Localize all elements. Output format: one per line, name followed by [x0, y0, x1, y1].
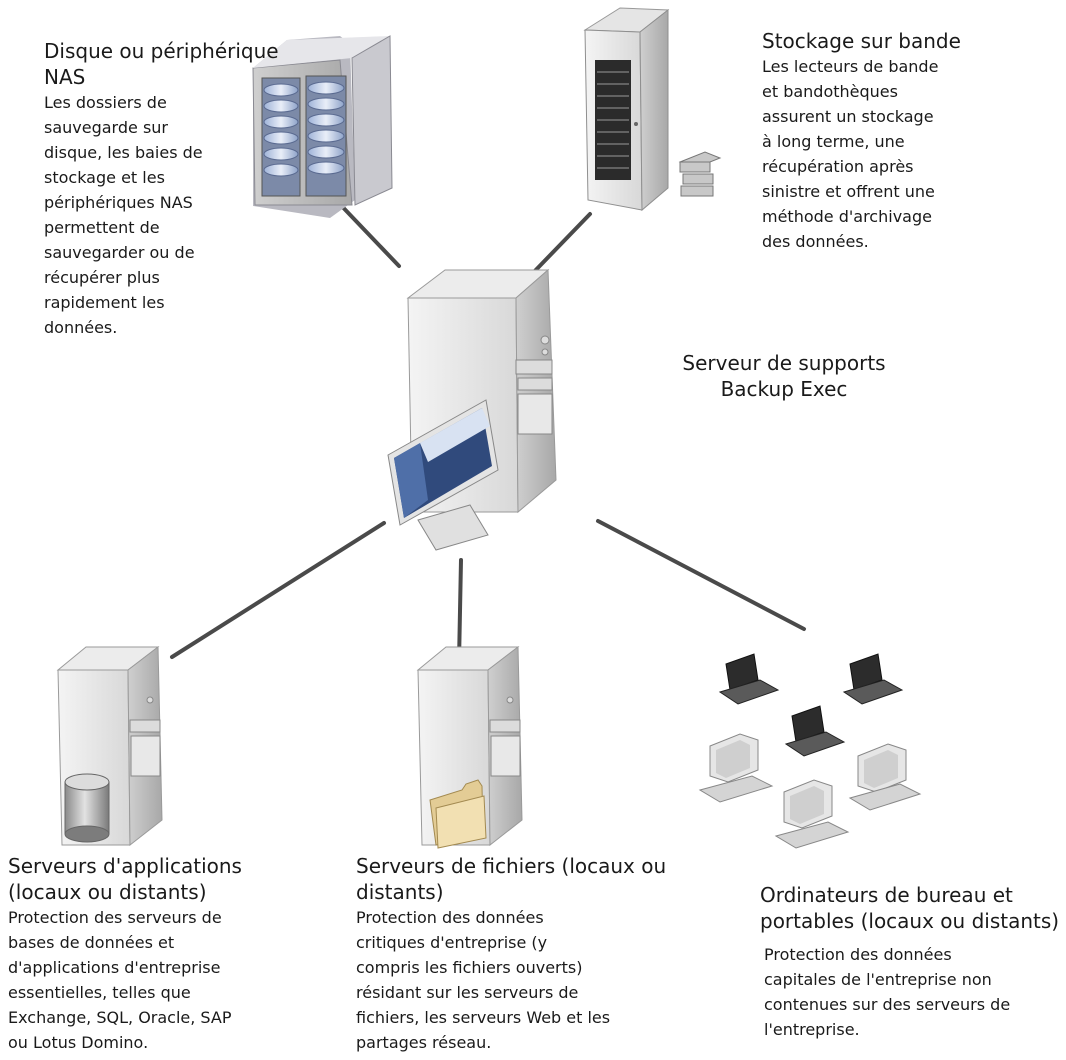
link-tape — [528, 212, 592, 278]
desktop-computer-icon — [698, 733, 774, 803]
file-servers-label: Serveurs de fichiers (locaux ou distants… — [356, 853, 666, 1055]
disk-nas-title: Disque ou périphérique NAS — [44, 39, 279, 89]
tape-storage-description: Les lecteurs de bande et bandothèques as… — [762, 57, 939, 251]
file-servers-title: Serveurs de fichiers (locaux ou distants… — [356, 854, 667, 904]
laptop-icon — [842, 653, 904, 705]
file-server-icon — [416, 646, 523, 849]
connection-lines — [170, 196, 806, 664]
media-server-label: Serveur de supports Backup Exec — [664, 350, 904, 402]
desktops-laptops-icon — [698, 653, 922, 849]
desktops-title: Ordinateurs de bureau et portables (loca… — [760, 883, 1060, 933]
disk-nas-description: Les dossiers de sauvegarde sur disque, l… — [44, 93, 203, 337]
desktops-description: Protection des données capitales de l'en… — [764, 945, 1011, 1039]
link-file-servers — [457, 558, 463, 664]
application-server-icon — [56, 646, 163, 847]
desktop-computer-icon — [774, 779, 850, 849]
link-desktops — [596, 519, 806, 631]
disk-nas-label: Disque ou périphérique NAS Les dossiers … — [44, 38, 279, 340]
laptop-icon — [718, 653, 780, 705]
tape-storage-title: Stockage sur bande — [762, 29, 961, 53]
tape-drives-icon — [678, 151, 722, 197]
media-server-icon — [387, 268, 557, 551]
desktop-computer-icon — [848, 743, 922, 811]
nas-disk-icon — [252, 35, 393, 218]
tape-storage-icon — [583, 7, 722, 212]
app-servers-description: Protection des serveurs de bases de donn… — [8, 908, 232, 1052]
tape-storage-label: Stockage sur bande Les lecteurs de bande… — [762, 28, 961, 254]
link-disk — [332, 196, 401, 268]
folder-icon — [429, 779, 487, 849]
laptop-icon — [784, 705, 846, 757]
database-icon — [64, 773, 110, 843]
link-app-servers — [170, 521, 386, 659]
app-servers-title: Serveurs d'applications (locaux ou dista… — [8, 854, 242, 904]
desktops-label: Ordinateurs de bureau et portables (loca… — [760, 882, 1059, 1042]
app-servers-label: Serveurs d'applications (locaux ou dista… — [8, 853, 242, 1055]
media-server-title: Serveur de supports Backup Exec — [682, 351, 886, 401]
file-servers-description: Protection des données critiques d'entre… — [356, 908, 611, 1052]
